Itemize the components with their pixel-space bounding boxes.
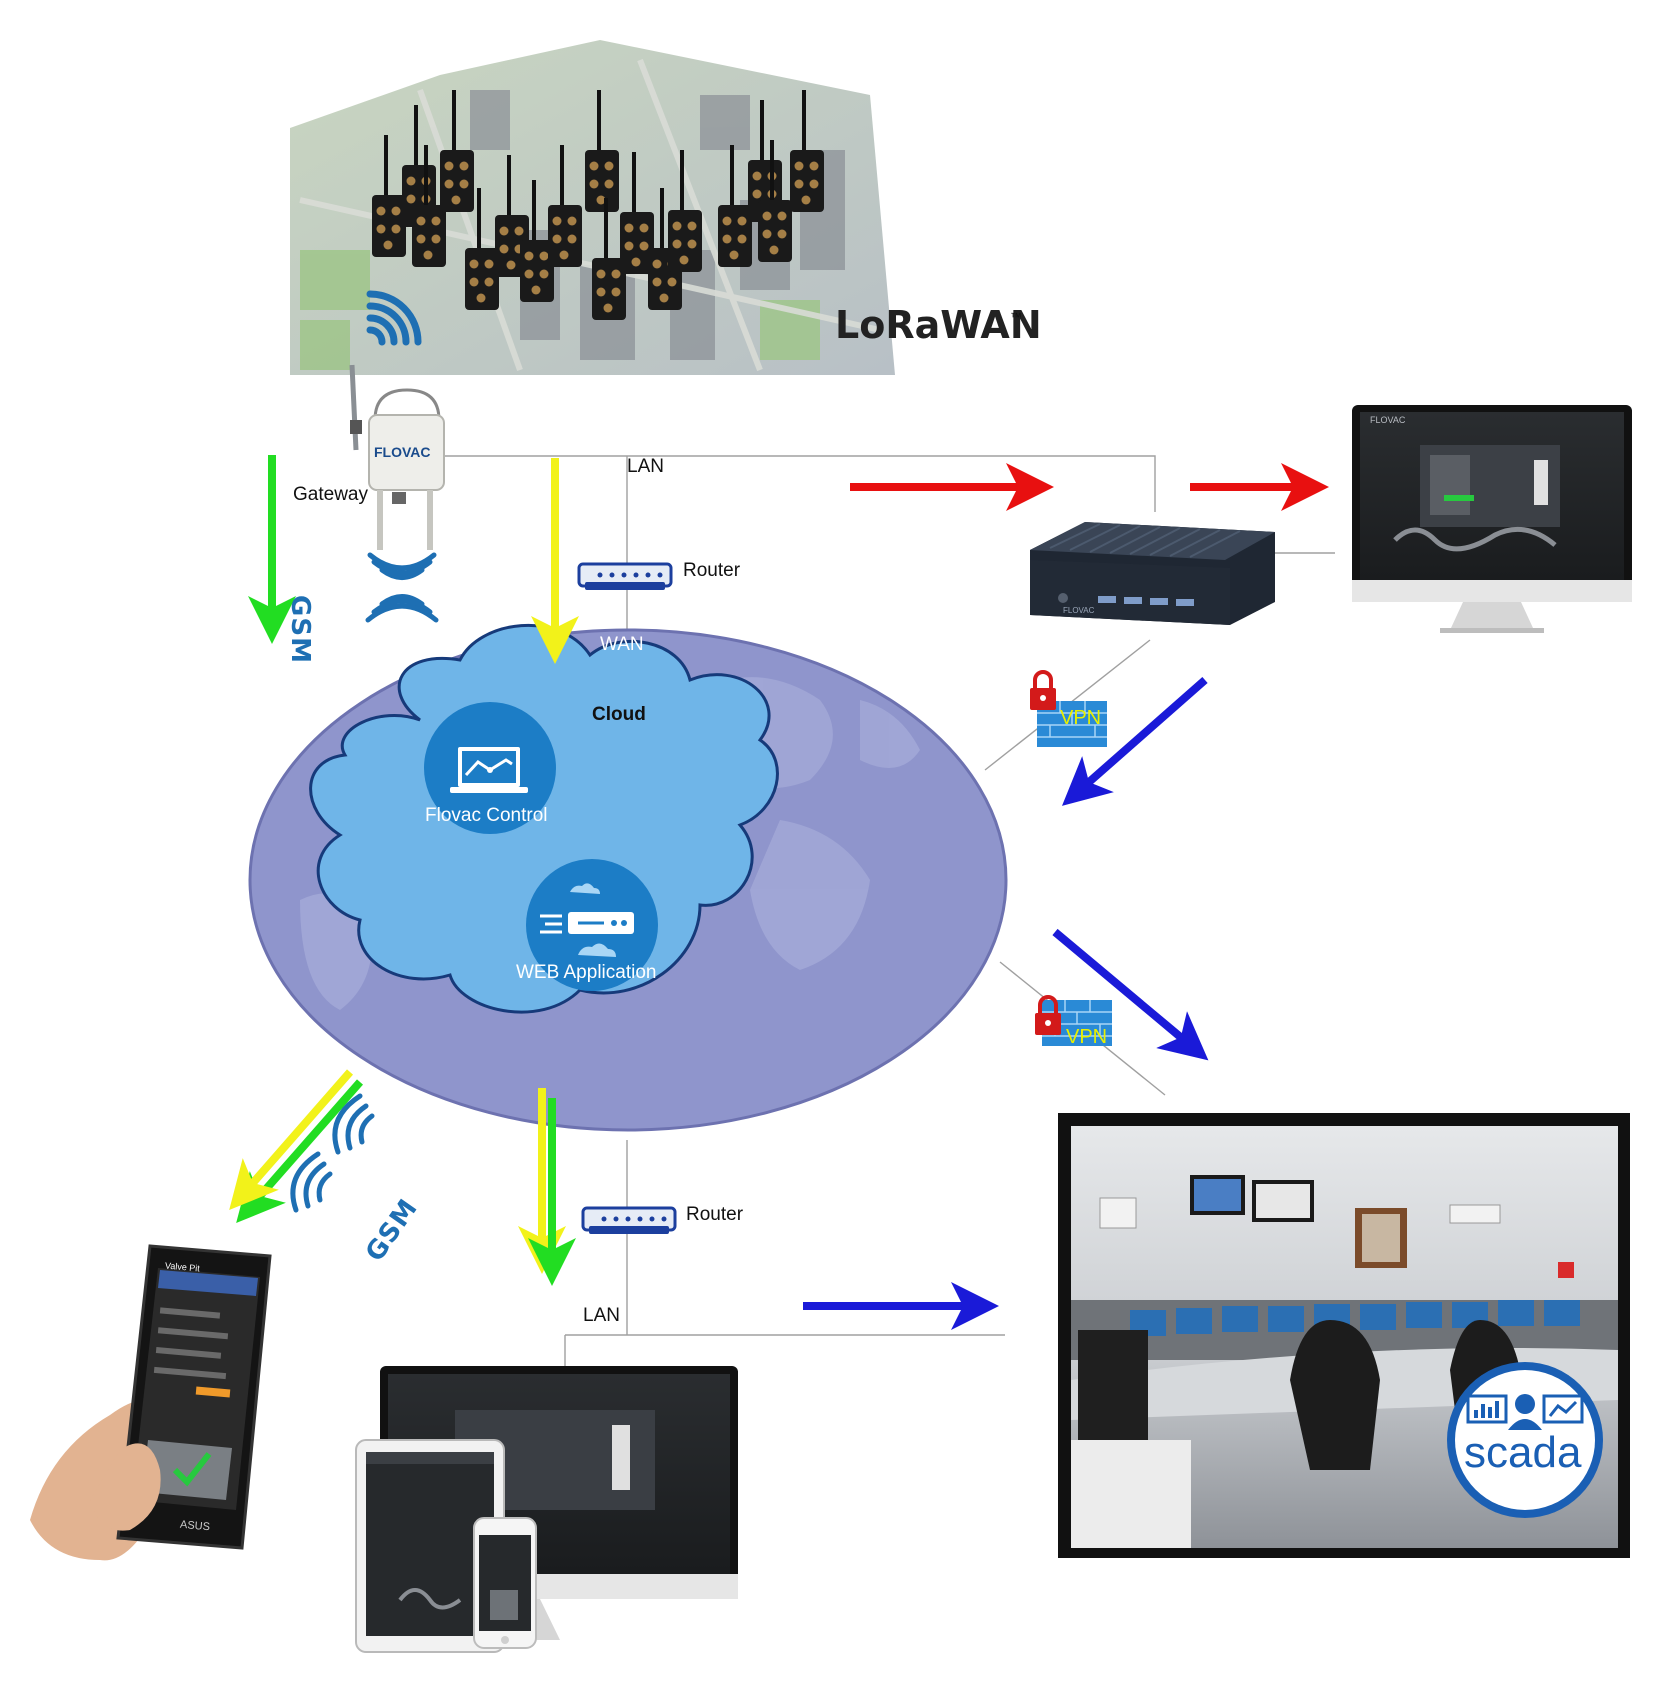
lorawan-sensor-node (592, 198, 626, 320)
lorawan-sensor-node (620, 152, 654, 274)
vpn-firewall-bottom (1035, 995, 1112, 1046)
lorawan-sensor-node (585, 90, 619, 212)
lorawan-sensor-node (668, 150, 702, 272)
lorawan-sensor-node (758, 140, 792, 262)
web-application-label: WEB Application (516, 962, 657, 983)
monitor-brand-text: FLOVAC (1370, 415, 1406, 425)
router-label-bottom: Router (686, 1204, 744, 1225)
router-label-top: Router (683, 560, 741, 581)
lorawan-sensor-node (412, 145, 446, 267)
data-flow-arrows (229, 455, 1329, 1330)
lan-label-top: LAN (627, 456, 664, 477)
arrow-yellow-cloud-to-phone (229, 1069, 354, 1211)
vpn-label-bottom: VPN (1066, 1026, 1108, 1048)
gateway-label: Gateway (293, 484, 368, 505)
lorawan-trademark: ™ (1010, 310, 1022, 324)
arrow-blue-cloud-to-scada (1052, 928, 1209, 1061)
cloud-shape (309, 623, 779, 1014)
phone-brand-text: ASUS (179, 1518, 211, 1534)
lorawan-sensor-nodes (372, 90, 824, 320)
desktop-tablet-phone-devices (355, 1366, 738, 1653)
wan-label: WAN (600, 634, 644, 655)
vpn-firewall-top (1030, 670, 1107, 747)
lan-label-bottom: LAN (583, 1305, 620, 1326)
lorawan-sensor-node (718, 145, 752, 267)
lorawan-sensor-node (548, 145, 582, 267)
server-brand-text: FLOVAC (1063, 606, 1095, 615)
gateway-brand-text: FLOVAC (374, 444, 431, 460)
scada-control-room-photo (1058, 1113, 1630, 1558)
router-icon-top (577, 562, 673, 590)
flovac-control-icon (424, 702, 556, 834)
flovac-control-label: Flovac Control (425, 805, 548, 826)
mobile-phone-in-hand (30, 1244, 272, 1561)
lorawan-sensor-node (790, 90, 824, 212)
desktop-monitor-top (1352, 405, 1632, 633)
arrow-blue-pc-to-cloud (1061, 676, 1208, 806)
router-icon-bottom (581, 1206, 677, 1234)
scada-label: scada (1464, 1428, 1582, 1477)
flovac-gateway-device (349, 364, 445, 550)
cloud-label: Cloud (592, 704, 646, 725)
lorawan-signal-icon (366, 290, 422, 346)
lorawan-sensor-node (520, 180, 554, 302)
lorawan-city-illustration (290, 40, 895, 375)
gsm-signal-icon-bottom (290, 1093, 375, 1213)
gsm-label-top: GSM (285, 595, 315, 664)
scada-logo-badge (1447, 1362, 1603, 1518)
industrial-pc-server (1030, 522, 1275, 625)
lorawan-logo-text: LoRaWAN (835, 303, 1042, 347)
gsm-signal-icon-top (365, 552, 439, 623)
web-application-server-icon (526, 859, 658, 991)
vpn-label-top: VPN (1060, 707, 1102, 729)
lorawan-sensor-node (440, 90, 474, 212)
lorawan-sensor-node (372, 135, 406, 257)
lorawan-sensor-node (465, 188, 499, 310)
